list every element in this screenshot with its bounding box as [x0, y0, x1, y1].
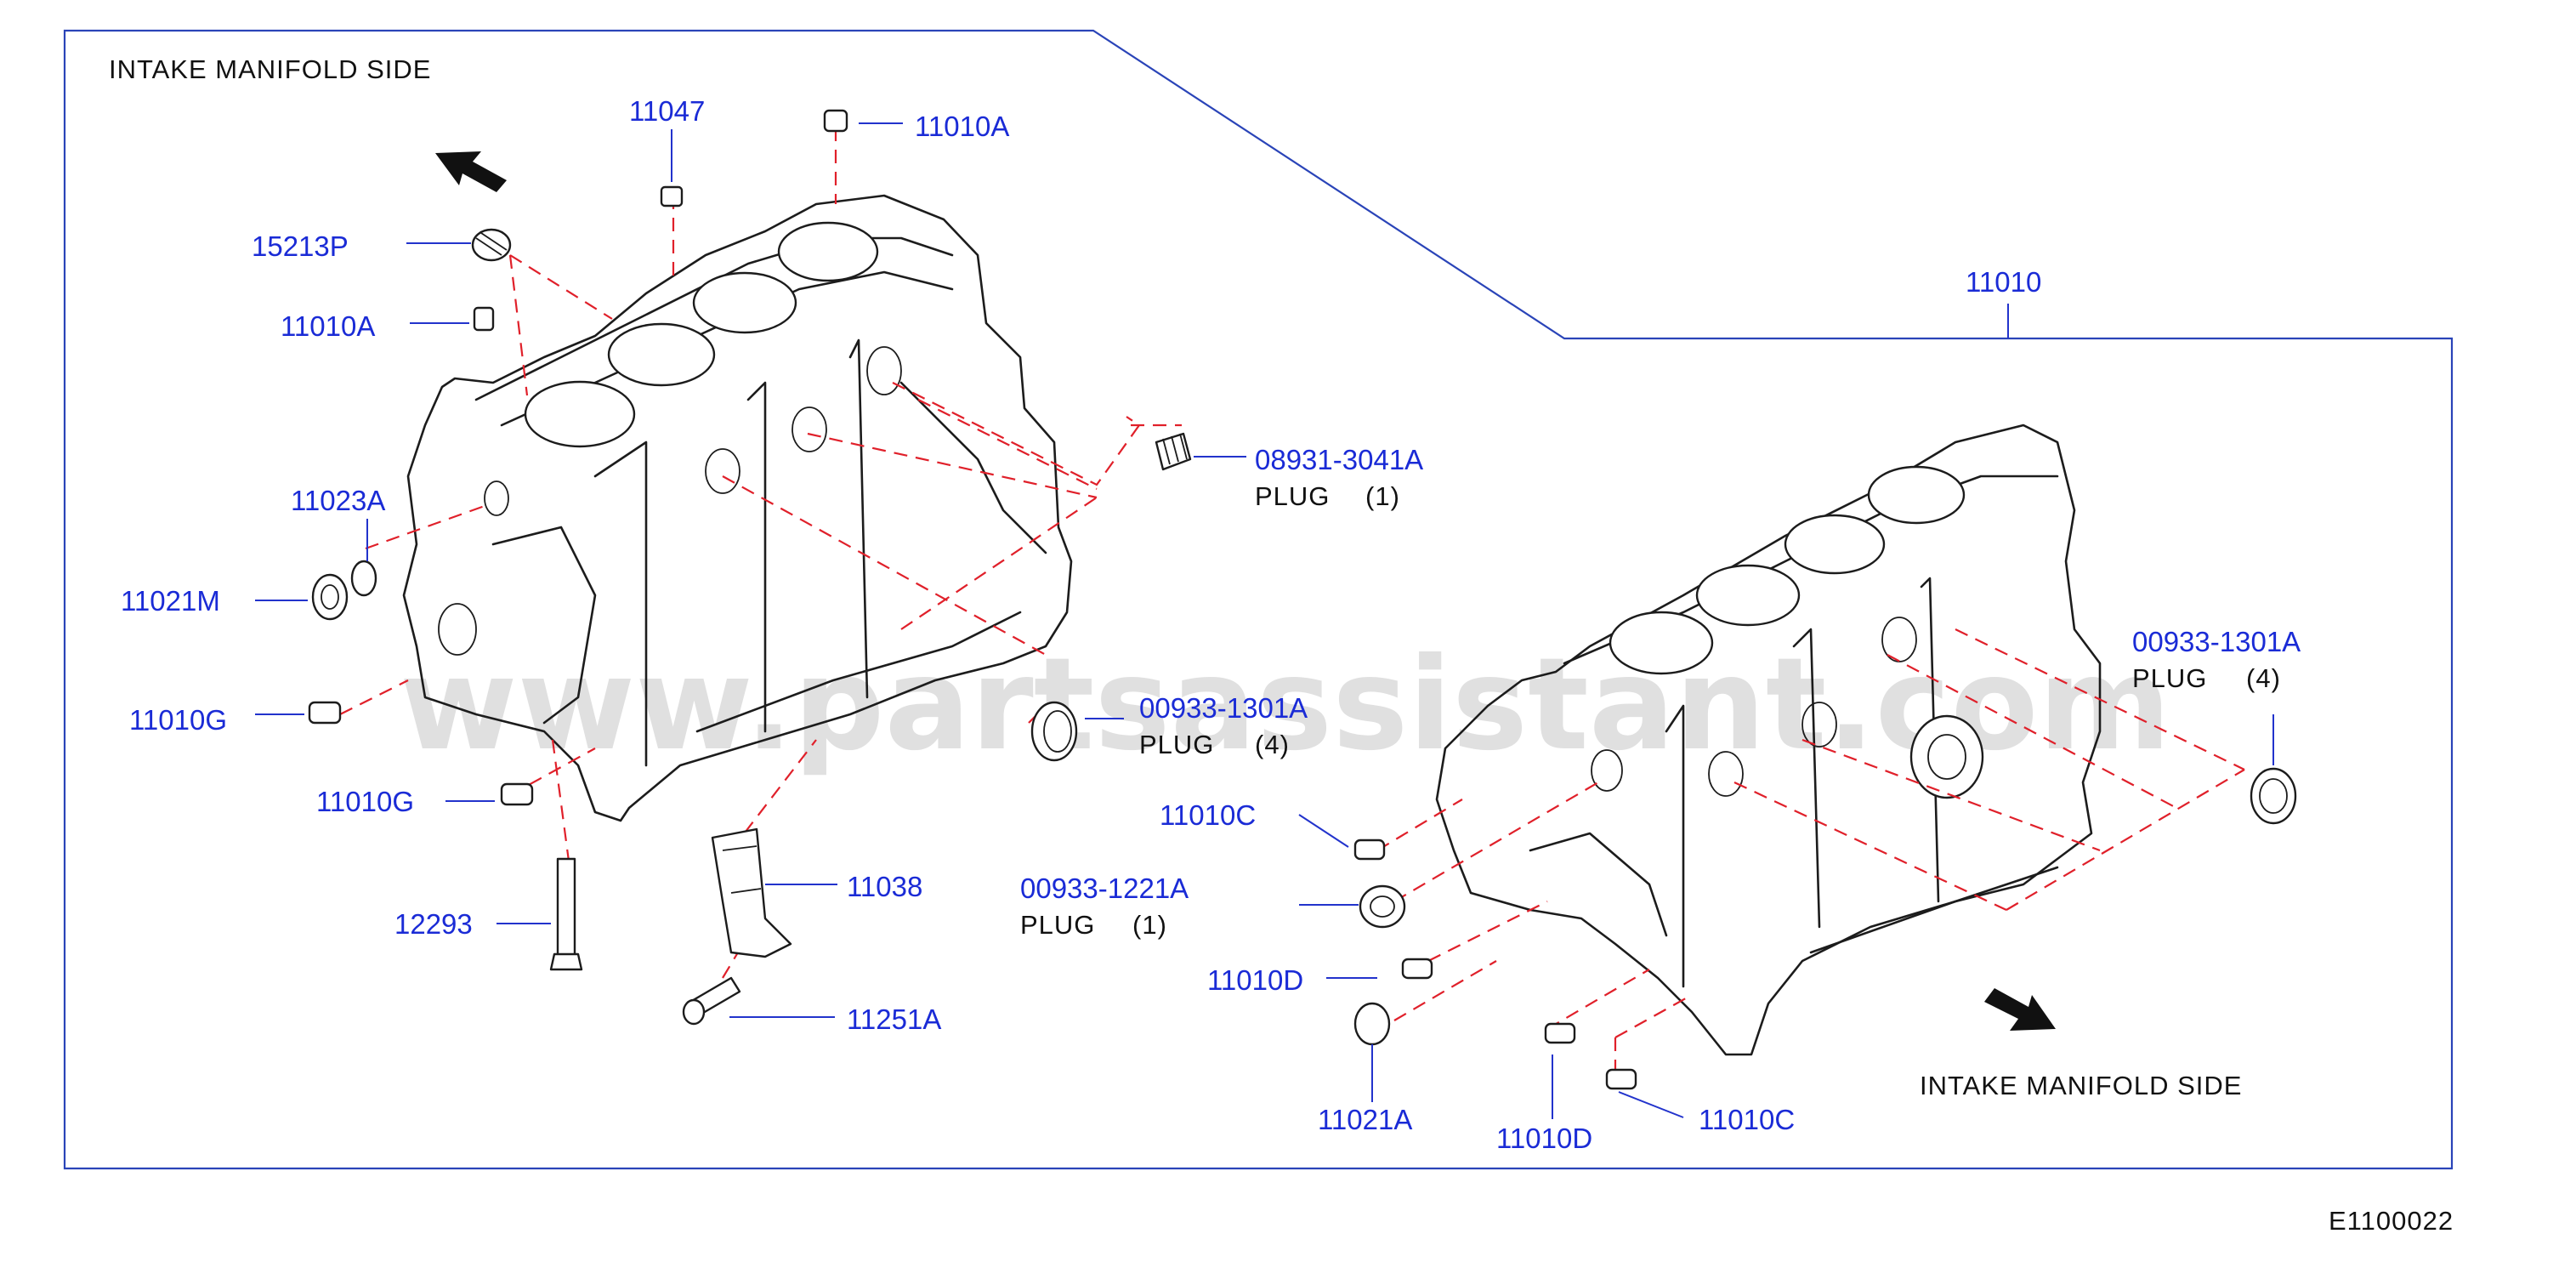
- label-11010A-top[interactable]: 11010A: [915, 111, 1009, 142]
- left-dashed-guides: [339, 128, 1182, 979]
- part-11010A-top: [823, 109, 848, 133]
- label-11010C-lower[interactable]: 11010C: [1699, 1104, 1795, 1135]
- part-12293: [549, 857, 583, 971]
- label-11251A[interactable]: 11251A: [847, 1003, 941, 1035]
- qty-00933-1301A-right: (4): [2246, 663, 2281, 693]
- part-00933-1221A: [1359, 884, 1406, 929]
- label-00933-1301A-right[interactable]: 00933-1301A: [2132, 626, 2301, 657]
- label-15213P[interactable]: 15213P: [252, 230, 349, 262]
- part-11021M: [311, 573, 349, 621]
- part-15213P: [471, 228, 512, 262]
- part-11251A: [682, 976, 741, 1026]
- part-11047: [660, 185, 684, 207]
- part-11023A: [350, 560, 377, 597]
- part-11010C-lower: [1605, 1068, 1637, 1090]
- label-11010G-upper[interactable]: 11010G: [129, 704, 227, 736]
- part-11010D-upper: [1401, 958, 1433, 980]
- label-08931-3041A[interactable]: 08931-3041A: [1255, 444, 1423, 475]
- part-11010G-lower: [500, 782, 534, 806]
- right-engine-block: [1435, 424, 2102, 1056]
- intake-side-label-bottom: INTAKE MANIFOLD SIDE: [1920, 1071, 2242, 1100]
- part-11010D-lower: [1544, 1022, 1576, 1044]
- qty-00933-1221A: (1): [1132, 910, 1167, 940]
- label-12293[interactable]: 12293: [394, 908, 473, 940]
- label-11023A[interactable]: 11023A: [291, 485, 385, 516]
- assembly-number-label[interactable]: 11010: [1966, 266, 2041, 298]
- qty-00933-1301A-left: (4): [1255, 730, 1290, 759]
- desc-00933-1221A: PLUG: [1020, 910, 1095, 940]
- part-00933-1301A-right: [2250, 767, 2297, 825]
- label-11038[interactable]: 11038: [847, 871, 922, 902]
- label-11021M[interactable]: 11021M: [121, 585, 220, 617]
- part-11038: [711, 827, 792, 958]
- arrow-up-left-icon: [435, 151, 507, 192]
- label-00933-1221A[interactable]: 00933-1221A: [1020, 873, 1189, 904]
- desc-00933-1301A-left: PLUG: [1139, 730, 1214, 759]
- left-engine-block: [402, 194, 1073, 822]
- label-11010D-upper[interactable]: 11010D: [1207, 964, 1303, 996]
- arrow-down-right-icon: [1984, 988, 2056, 1031]
- part-11010A-side: [473, 306, 495, 332]
- left-leaders: [255, 122, 1246, 1018]
- right-dashed-guides: [1376, 628, 2245, 1080]
- watermark: www.partsassistant.com: [400, 631, 2171, 779]
- label-11010A-side[interactable]: 11010A: [281, 310, 375, 342]
- label-11021A[interactable]: 11021A: [1318, 1104, 1412, 1135]
- intake-side-label-top: INTAKE MANIFOLD SIDE: [109, 54, 431, 84]
- label-11047[interactable]: 11047: [629, 95, 705, 127]
- figure-code: E1100022: [2329, 1206, 2454, 1236]
- part-11010G-upper: [308, 701, 342, 725]
- label-11010D-lower[interactable]: 11010D: [1496, 1123, 1592, 1154]
- right-leaders: [1298, 714, 2274, 1119]
- part-11010C-upper: [1353, 838, 1386, 861]
- qty-08931-3041A: (1): [1365, 481, 1400, 511]
- part-08931-3041A: [1155, 432, 1192, 471]
- label-00933-1301A-left[interactable]: 00933-1301A: [1139, 692, 1308, 724]
- part-00933-1301A-left: [1030, 701, 1078, 762]
- desc-08931-3041A: PLUG: [1255, 481, 1330, 511]
- desc-00933-1301A-right: PLUG: [2132, 663, 2207, 693]
- label-11010G-lower[interactable]: 11010G: [316, 786, 414, 817]
- label-11010C-upper[interactable]: 11010C: [1160, 799, 1256, 831]
- part-11021A: [1353, 1002, 1391, 1046]
- diagram-frame: [63, 29, 2454, 1170]
